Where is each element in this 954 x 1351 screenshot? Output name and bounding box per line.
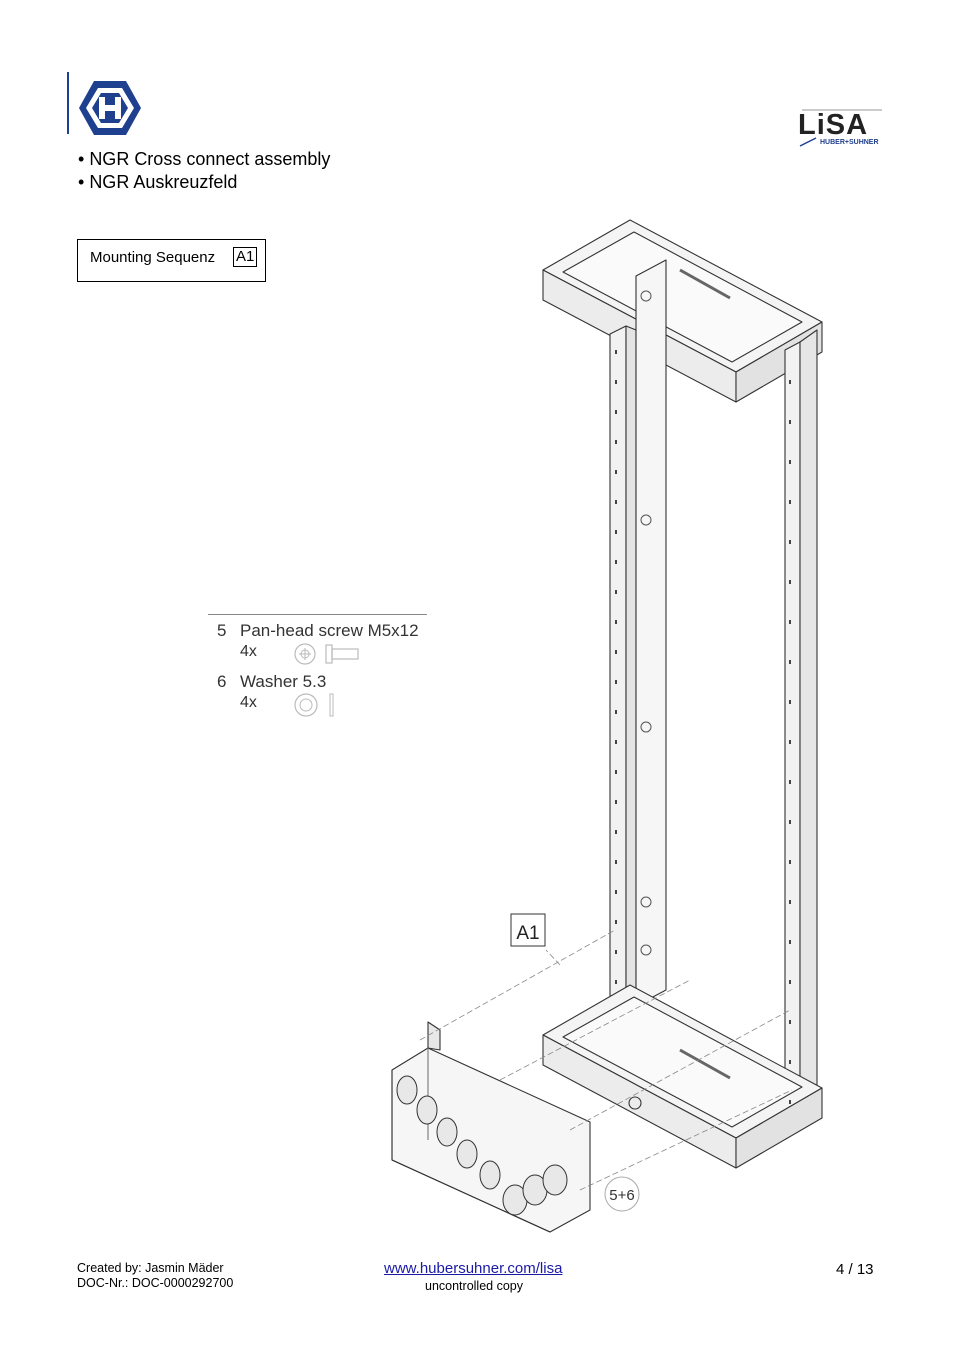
uncontrolled-copy-note: uncontrolled copy xyxy=(425,1279,523,1293)
part-name: Washer 5.3 xyxy=(240,672,327,691)
left-rule xyxy=(67,72,69,134)
footer-info: Created by: Jasmin Mäder DOC-Nr.: DOC-00… xyxy=(77,1261,233,1291)
mounting-sequence-label: Mounting Sequenz xyxy=(90,249,216,266)
lisa-logo: LiSA HUBER+SUHNER xyxy=(798,108,884,150)
part-number: 6 xyxy=(217,672,227,691)
washer-icon xyxy=(294,693,334,717)
rack-assembly-drawing: A1 5+6 xyxy=(391,219,823,1233)
mounting-sequence-tag: A1 xyxy=(233,247,258,267)
part-name: Pan-head screw M5x12 xyxy=(240,621,419,640)
bullet-text: NGR Auskreuzfeld xyxy=(89,172,238,192)
lisa-logo-text: LiSA xyxy=(798,109,869,141)
title-bullets: • NGR Cross connect assembly • NGR Auskr… xyxy=(78,148,330,194)
bullet-item: • NGR Auskreuzfeld xyxy=(78,172,238,192)
part-quantity: 4x xyxy=(240,694,257,711)
lisa-logo-subtext: HUBER+SUHNER xyxy=(820,139,879,146)
website-link[interactable]: www.hubersuhner.com/lisa xyxy=(384,1260,563,1277)
bullet-item: • NGR Cross connect assembly xyxy=(78,149,331,169)
huber-suhner-logo xyxy=(79,81,141,135)
page-number: 4 / 13 xyxy=(836,1261,874,1278)
parts-divider xyxy=(208,614,427,615)
doc-number: DOC-Nr.: DOC-0000292700 xyxy=(77,1276,234,1290)
screw-icon xyxy=(294,643,359,665)
part-quantity: 4x xyxy=(240,643,257,660)
part-number: 5 xyxy=(217,621,227,640)
bullet-text: NGR Cross connect assembly xyxy=(89,149,331,169)
callout-5-6: 5+6 xyxy=(609,1187,634,1204)
created-by: Created by: Jasmin Mäder xyxy=(77,1261,224,1275)
mounting-sequence-box xyxy=(77,239,266,282)
callout-a1: A1 xyxy=(516,923,539,944)
